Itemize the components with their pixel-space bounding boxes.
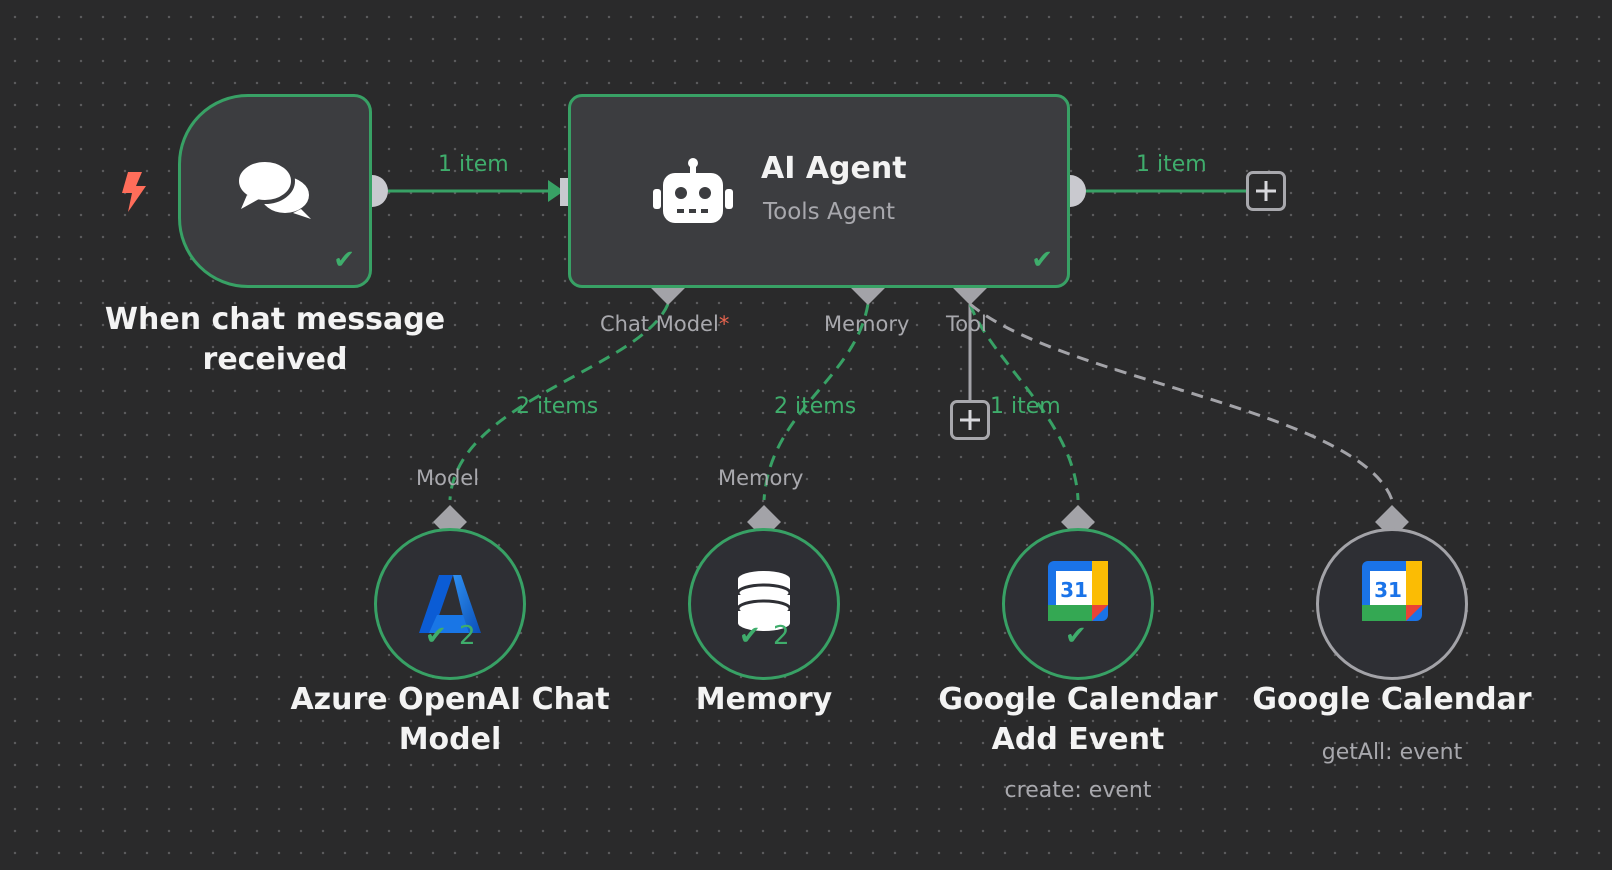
memory-title: Memory	[695, 682, 833, 717]
edge-label-tool-add-event: 1 item	[990, 394, 1061, 419]
azure-title: Azure OpenAI Chat Model	[290, 682, 610, 757]
connection-arrowhead	[548, 180, 564, 202]
connection-memory[interactable]	[762, 303, 870, 501]
add-tool-button[interactable]	[950, 400, 990, 440]
node-google-calendar-getall[interactable]: 31	[1316, 528, 1468, 680]
success-check-icon: ✔	[1031, 245, 1053, 275]
add-node-button[interactable]	[1246, 171, 1286, 211]
trigger-title: When chat message received	[104, 302, 446, 377]
edge-label-memory: 2 items	[774, 394, 857, 419]
port-label-tool: Tool	[946, 312, 987, 336]
port-label-memory: Memory	[824, 312, 910, 336]
chat-bubbles-icon	[235, 158, 313, 219]
port-label-memory-input: Memory	[718, 466, 804, 490]
port-label-chat-model: Chat Model*	[600, 312, 730, 336]
run-count: 2	[459, 621, 476, 651]
node-google-calendar-add-event[interactable]: 31 ✔	[1002, 528, 1154, 680]
google-calendar-icon: 31	[1362, 561, 1422, 621]
connection-tool-getall[interactable]	[969, 302, 1394, 501]
port-label-model-input: Model	[416, 466, 480, 490]
gcal-get-subtitle: getAll: event	[1321, 740, 1463, 765]
edge-label-model: 2 items	[516, 394, 599, 419]
success-check-icon: ✔	[425, 621, 447, 651]
gcal-get-title: Google Calendar	[1252, 682, 1532, 717]
trigger-bolt-icon	[122, 172, 146, 212]
google-calendar-icon: 31	[1048, 561, 1108, 621]
node-chat-trigger[interactable]: ✔	[178, 94, 372, 288]
calendar-icon-text: 31	[1374, 578, 1402, 602]
azure-logo-icon	[419, 575, 481, 633]
success-check-icon: ✔	[739, 621, 761, 651]
node-memory[interactable]: ✔ 2	[688, 528, 840, 680]
connection-tool-add-event[interactable]	[968, 303, 1080, 501]
success-check-icon: ✔	[1065, 621, 1087, 651]
edge-label-trigger-agent: 1 item	[438, 152, 509, 177]
robot-icon	[653, 158, 733, 223]
gcal-add-subtitle: create: event	[1004, 778, 1152, 803]
connection-model[interactable]	[448, 303, 670, 501]
run-count: 2	[773, 621, 790, 651]
gcal-add-title: Google Calendar Add Event	[938, 682, 1218, 757]
success-check-icon: ✔	[333, 245, 355, 275]
node-azure-openai[interactable]: ✔ 2	[374, 528, 526, 680]
node-ai-agent[interactable]: AI Agent Tools Agent ✔	[568, 94, 1070, 288]
agent-subtitle: Tools Agent	[763, 199, 896, 225]
edge-label-agent-output: 1 item	[1136, 152, 1207, 177]
database-icon	[736, 571, 792, 631]
calendar-icon-text: 31	[1060, 578, 1088, 602]
agent-title: AI Agent	[761, 151, 907, 186]
